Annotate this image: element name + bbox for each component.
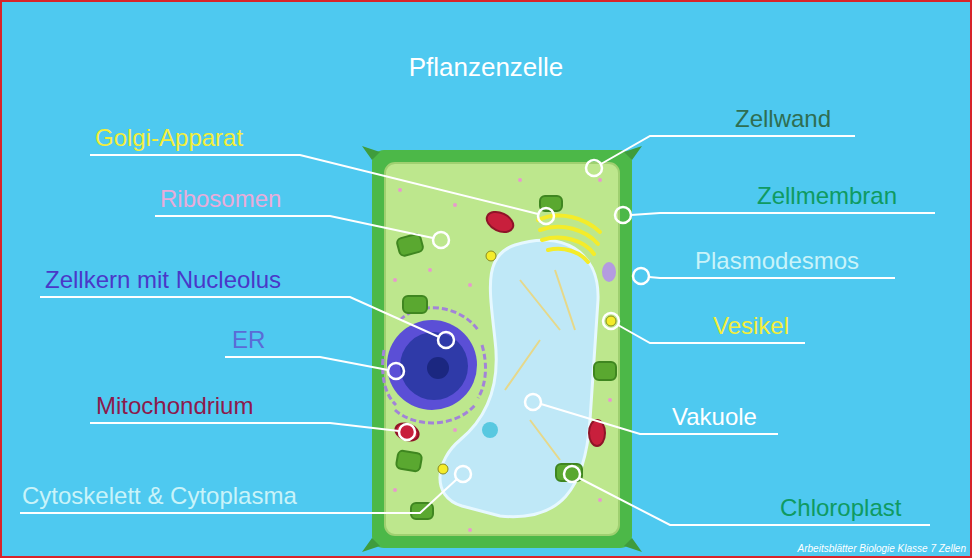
nucleolus bbox=[427, 357, 449, 379]
organelle-label: Zellwand bbox=[735, 105, 831, 133]
organelle-label: Mitochondrium bbox=[96, 392, 253, 420]
organelle-label: Zellmembran bbox=[757, 182, 897, 210]
cytoskeleton-fibres bbox=[505, 270, 575, 460]
organelle-label: Ribosomen bbox=[160, 185, 281, 213]
vesicles bbox=[438, 251, 616, 474]
er-membranes bbox=[383, 308, 486, 423]
leader-lines bbox=[20, 136, 935, 525]
vacuole-spot bbox=[482, 422, 498, 438]
golgi bbox=[538, 216, 600, 262]
organelle-label: Plasmodesmos bbox=[695, 247, 859, 275]
organelle-label: Cytoskelett & Cytoplasma bbox=[22, 482, 297, 510]
organelle-label: Zellkern mit Nucleolus bbox=[45, 266, 281, 294]
cytoplasm bbox=[385, 163, 619, 535]
diagram-title: Pflanzenzelle bbox=[0, 52, 972, 83]
marker-circles bbox=[388, 160, 649, 482]
mitochondria bbox=[393, 208, 605, 446]
ribosome-dots bbox=[393, 178, 612, 532]
organelle-label: ER bbox=[232, 326, 265, 354]
cell-wall-corners bbox=[362, 146, 642, 552]
organelle-label: Chloroplast bbox=[780, 494, 901, 522]
watermark: Arbeitsblätter Biologie Klasse 7 Zellen bbox=[798, 543, 966, 555]
organelle-label: Vesikel bbox=[713, 312, 789, 340]
organelle-label: Golgi-Apparat bbox=[95, 124, 243, 152]
cell-wall bbox=[372, 150, 632, 548]
organelle-label: Vakuole bbox=[672, 403, 757, 431]
chloroplasts bbox=[396, 196, 616, 519]
small-organelle bbox=[602, 262, 616, 282]
nucleus-inner bbox=[400, 332, 468, 400]
